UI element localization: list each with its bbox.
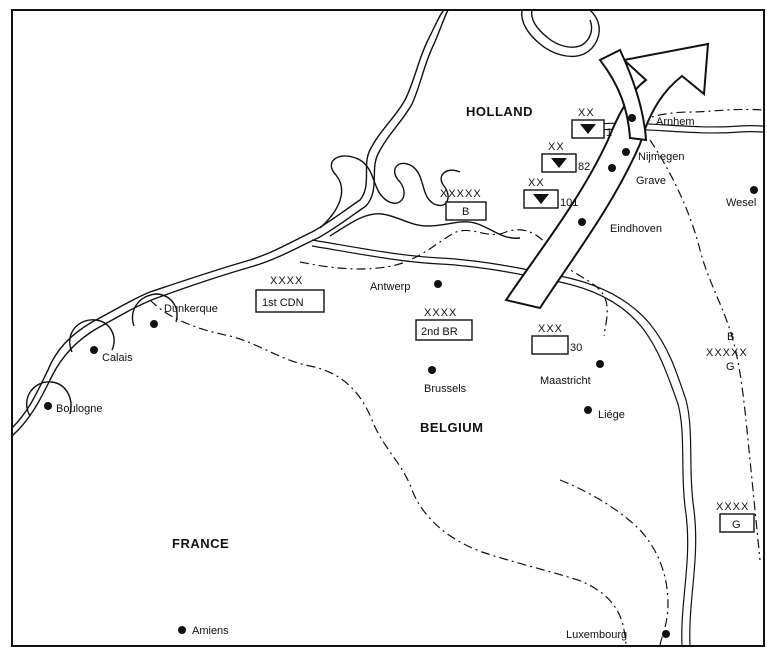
ijsselmeer [521,9,600,58]
boulogne-arc [25,381,72,417]
advance-corridor-arrow[interactable] [504,42,710,310]
city-dot-wesel [750,186,758,194]
city-dot-maastricht [596,360,604,368]
unit-box-first-cdn [255,289,325,313]
unit-airborne-101[interactable]: XX 101 [523,177,578,209]
border-belgium-holland [299,229,608,337]
city-label-dunkerque: Dunkerque [164,303,218,315]
zeeland-islands [319,155,461,229]
unit-airborne-1[interactable]: XX 1 [571,107,612,139]
parachute-icon [580,124,596,134]
city-dot-brussels [428,366,436,374]
country-label-holland: HOLLAND [466,104,533,119]
border-belgium-france [149,299,627,647]
unit-box-second-br [415,319,473,341]
parachute-icon [551,158,567,168]
zeeland-islands-2 [329,213,521,239]
city-dot-amiens [178,626,186,634]
unit-size-airborne-1: XX [578,107,595,119]
map-frame [11,9,765,647]
unit-corps-30[interactable]: XXX 30 [531,323,582,355]
unit-size-army-group-b: XXXXX [440,188,482,200]
unit-label-army-g: G [732,519,741,531]
coastline [11,9,445,429]
city-label-calais: Calais [102,352,133,364]
city-label-maastricht: Maastricht [540,375,591,387]
city-dot-antwerp [434,280,442,288]
city-dot-eindhoven [578,218,586,226]
unit-size-army-group-b-side: XXXXX [706,347,748,359]
city-label-liege: Liége [598,409,625,421]
city-dot-boulogne [44,402,52,410]
ijsselmeer-inner [531,9,593,48]
unit-army-group-b[interactable]: XXXXX B [440,188,487,221]
city-dot-calais [90,346,98,354]
unit-second-br[interactable]: XXXX 2nd BR [415,307,473,341]
city-dot-nijmegen [622,148,630,156]
city-dot-dunkerque [150,320,158,328]
unit-number-airborne-82: 82 [578,161,590,173]
unit-label-first-cdn: 1st CDN [262,297,304,309]
city-label-grave: Grave [636,175,666,187]
city-label-nijmegen: Nijmegen [638,151,684,163]
unit-size-first-cdn: XXXX [270,275,303,287]
city-label-antwerp: Antwerp [370,281,410,293]
unit-label-army-group-b: B [462,206,469,218]
city-dot-luxembourg [662,630,670,638]
unit-box-corps-30 [531,335,569,355]
unit-number-airborne-101: 101 [560,197,578,209]
calais-arc [69,319,115,353]
unit-size-airborne-101: XX [528,177,545,189]
country-label-belgium: BELGIUM [420,420,483,435]
unit-airborne-82[interactable]: XX 82 [541,141,590,173]
unit-size-corps-30: XXX [538,323,563,335]
city-label-wesel: Wesel [726,197,756,209]
border-germany [621,108,765,129]
country-label-france: FRANCE [172,536,229,551]
unit-number-corps-30: 30 [570,342,582,354]
unit-size-second-br: XXXX [424,307,457,319]
unit-top-army-group-b-side: B [727,331,734,343]
city-label-luxembourg: Luxembourg [566,629,627,641]
coastline-inner [11,9,449,437]
city-label-boulogne: Boulogne [56,403,103,415]
unit-size-army-g: XXXX [716,501,749,513]
unit-box-army-g [719,513,755,533]
city-dot-grave [608,164,616,172]
city-dot-liege [584,406,592,414]
city-dot-arnhem [628,114,636,122]
unit-army-group-b-side[interactable]: B XXXXX G [706,331,748,373]
parachute-icon [533,194,549,204]
border-luxembourg [559,479,669,647]
unit-box-army-group-b [445,201,487,221]
unit-size-airborne-82: XX [548,141,565,153]
unit-first-cdn[interactable]: XXXX 1st CDN [255,275,325,313]
border-germany-2 [649,139,761,561]
city-label-eindhoven: Eindhoven [610,223,662,235]
city-label-arnhem: Arnhem [656,116,695,128]
unit-label-second-br: 2nd BR [421,326,458,338]
unit-number-airborne-1: 1 [606,127,612,139]
unit-bottom-army-group-b-side: G [726,361,735,373]
river-scheldt [311,239,697,647]
city-label-brussels: Brussels [424,383,467,395]
city-label-amiens: Amiens [192,625,229,637]
river-scheldt-inner [311,245,689,647]
dunkerque-arc [131,293,178,327]
unit-army-g[interactable]: XXXX G [716,501,755,533]
